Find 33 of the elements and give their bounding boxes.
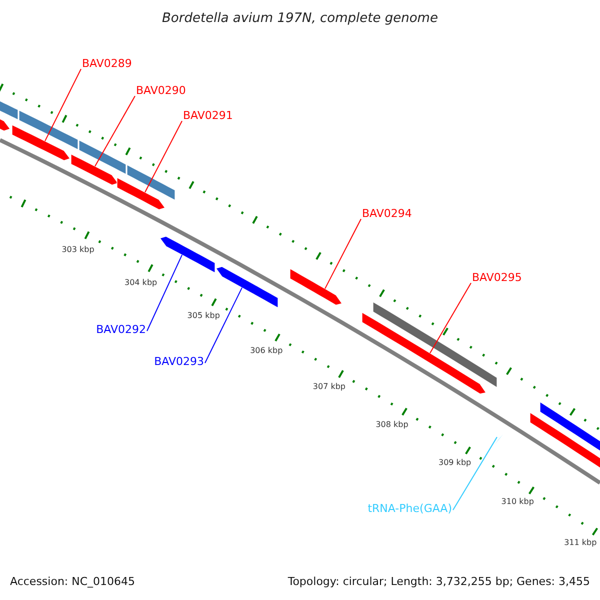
title: Bordetella avium 197N, complete genome (161, 10, 439, 28)
gene-label: BAV0295 (472, 271, 522, 284)
gene-feature (12, 124, 70, 161)
leader-line (430, 282, 472, 354)
gene-label: BAV0290 (136, 84, 186, 97)
accession-text: Accession: NC_010645 (10, 574, 136, 590)
leader-line (94, 96, 136, 167)
leader-line (204, 287, 242, 364)
genome-info-text: Topology: circular; Length: 3,732,255 bp; Genes: 3,455 (288, 574, 590, 590)
leader-line (44, 68, 82, 142)
gene-label: tRNA-Phe(GAA) (368, 502, 452, 515)
gene-label: BAV0292 (96, 323, 146, 336)
gene-label: BAV0294 (362, 207, 412, 220)
position-label: 307 kbp (312, 382, 346, 392)
leader-line (144, 120, 182, 193)
gene-feature (362, 312, 486, 394)
gene-feature (70, 154, 118, 186)
gene-feature (160, 236, 216, 274)
gene-label: BAV0289 (82, 57, 132, 70)
position-label: 305 kbp (187, 311, 220, 322)
position-label: 306 kbp (250, 346, 283, 356)
gene-feature (216, 266, 278, 308)
leader-line (324, 218, 362, 290)
leader-line (452, 436, 498, 510)
gene-label: BAV0291 (183, 109, 233, 122)
gene-feature (290, 268, 342, 306)
position-label: 308 kbp (376, 420, 408, 430)
position-label: 303 kbp (62, 245, 94, 256)
position-label: 310 kbp (501, 497, 534, 508)
gene-label: BAV0293 (154, 355, 204, 368)
position-label: 311 kbp (564, 538, 597, 548)
gene-feature (116, 177, 166, 210)
leader-line (146, 254, 182, 332)
